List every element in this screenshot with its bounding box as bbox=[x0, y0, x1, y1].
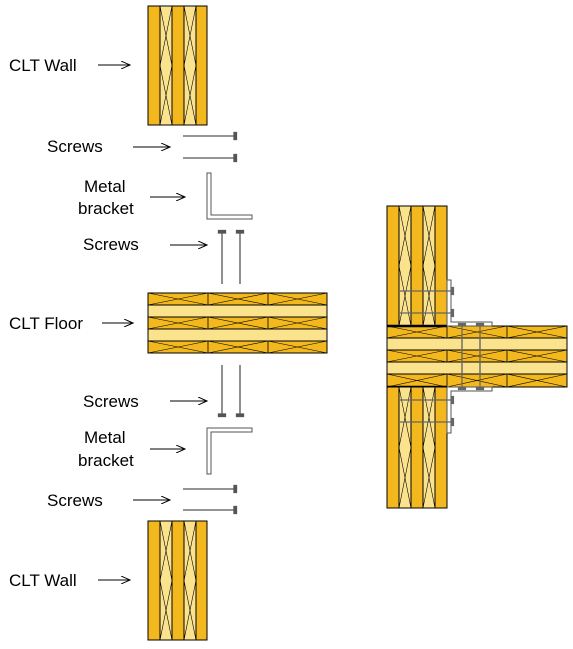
label-clt-wall-bottom: CLT Wall bbox=[9, 571, 77, 590]
assembled-screws-horizontal bbox=[400, 286, 455, 427]
metal-bracket-bottom bbox=[206, 427, 253, 475]
label-screws-4: Screws bbox=[47, 491, 103, 510]
label-bracket-bottom-line2: bracket bbox=[78, 451, 134, 470]
screws-4 bbox=[183, 484, 238, 515]
label-screws-3: Screws bbox=[83, 392, 139, 411]
screws-3 bbox=[217, 365, 245, 418]
metal-bracket-top bbox=[206, 172, 253, 220]
assembled-bracket-bottom bbox=[446, 386, 493, 434]
clt-wall-bottom bbox=[147, 520, 208, 641]
clt-wall-top bbox=[147, 5, 208, 126]
screws-2 bbox=[217, 229, 245, 284]
clt-floor bbox=[147, 292, 328, 354]
label-clt-floor: CLT Floor bbox=[9, 314, 83, 333]
label-bracket-top-line2: bracket bbox=[78, 199, 134, 218]
screws-1 bbox=[183, 131, 238, 163]
label-bracket-top-line1: Metal bbox=[84, 177, 126, 196]
assembled-screws-vertical bbox=[457, 322, 485, 391]
assembled-bracket-top bbox=[446, 279, 493, 327]
label-screws-2: Screws bbox=[83, 235, 139, 254]
leader-arrows bbox=[98, 65, 207, 580]
assembled-floor bbox=[386, 324, 568, 389]
label-screws-1: Screws bbox=[47, 137, 103, 156]
label-bracket-bottom-line1: Metal bbox=[84, 428, 126, 447]
assembled-wall-bottom bbox=[386, 386, 448, 509]
assembled-wall-top bbox=[386, 205, 448, 327]
assembled-joint bbox=[386, 205, 568, 509]
label-clt-wall-top: CLT Wall bbox=[9, 56, 77, 75]
